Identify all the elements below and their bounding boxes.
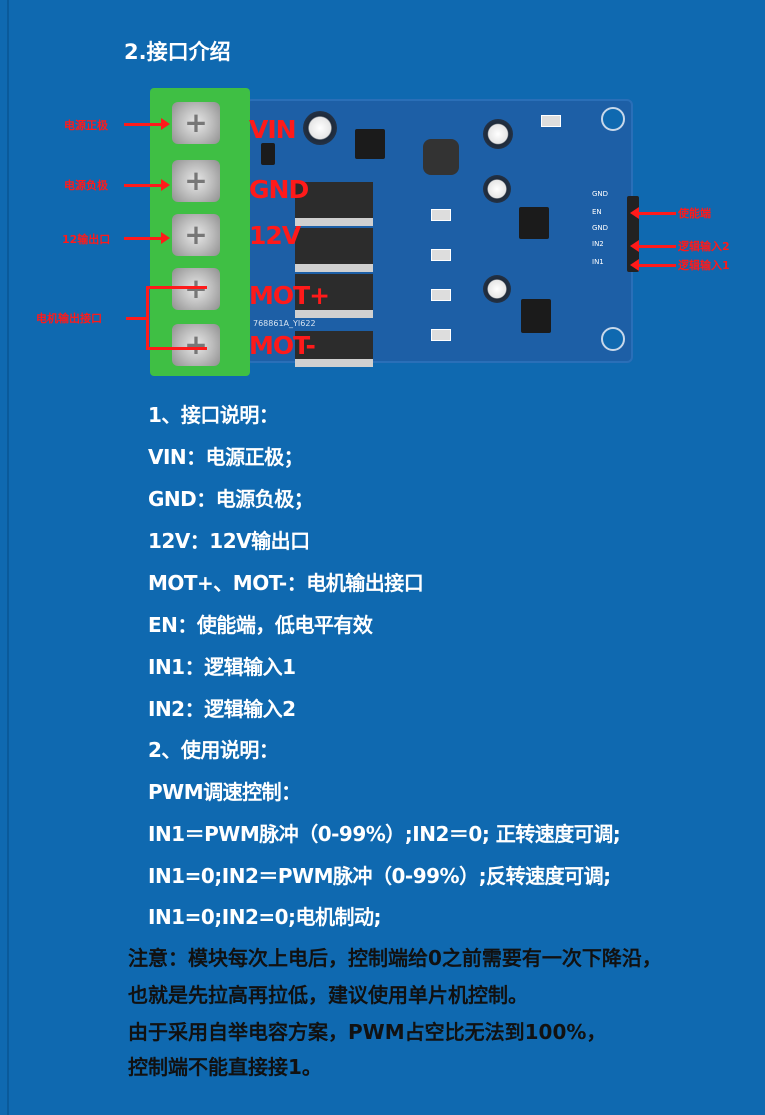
note-line: 控制端不能直接接1。	[128, 1055, 322, 1079]
desc-line: EN：使能端，低电平有效	[148, 613, 373, 637]
desc-line: IN1：逻辑输入1	[148, 655, 296, 679]
capacitor	[483, 119, 513, 149]
desc-line: IN1=0;IN2＝PWM脉冲（0-99%）;反转速度可调;	[148, 864, 611, 888]
screw-icon	[172, 214, 220, 256]
note-line: 注意：模块每次上电后，控制端给0之前需要有一次下降沿，	[128, 946, 662, 970]
terminal-label-motminus: MOT-	[249, 331, 316, 360]
callout-in1: 逻辑输入1	[678, 259, 730, 272]
note-line: 也就是先拉高再拉低，建议使用单片机控制。	[128, 983, 528, 1007]
arrow-icon	[124, 232, 170, 244]
mosfet	[295, 331, 373, 367]
callout-en: 使能端	[678, 207, 711, 220]
callout-vin: 电源正极	[64, 119, 108, 132]
screw-icon	[172, 324, 220, 366]
chip-u1	[519, 207, 549, 239]
capacitor	[483, 275, 511, 303]
diode	[261, 143, 275, 165]
chip-u3	[355, 129, 385, 159]
resistor	[431, 289, 451, 301]
screw-icon	[172, 160, 220, 202]
mosfet	[295, 228, 373, 272]
silkscreen-text: 768861A_YI622	[253, 319, 316, 328]
mosfet	[295, 274, 373, 318]
desc-line: 12V：12V输出口	[148, 529, 310, 553]
desc-line: VIN：电源正极；	[148, 445, 304, 469]
chip-u2	[521, 299, 551, 333]
terminal-label-vin: VIN	[249, 115, 297, 144]
terminal-label-motplus: MOT+	[249, 281, 330, 310]
desc-line: IN1=0;IN2=0;电机制动;	[148, 905, 382, 929]
inductor	[423, 139, 459, 175]
callout-in2: 逻辑输入2	[678, 240, 730, 253]
callout-12v: 12输出口	[62, 233, 111, 246]
desc-line: IN2：逻辑输入2	[148, 697, 296, 721]
mosfet	[295, 182, 373, 226]
pin-label: GND	[592, 190, 609, 198]
callout-motor: 电机输出接口	[36, 312, 102, 325]
pin-label: GND	[592, 224, 609, 232]
resistor	[431, 249, 451, 261]
capacitor	[303, 111, 337, 145]
desc-line: MOT+、MOT-：电机输出接口	[148, 571, 424, 595]
pin-label: EN	[592, 208, 602, 216]
arrow-line	[126, 317, 146, 320]
bracket	[146, 286, 207, 350]
terminal-label-gnd: GND	[249, 175, 309, 204]
arrow-icon	[124, 118, 170, 130]
capacitor	[483, 175, 511, 203]
mount-hole	[601, 107, 625, 131]
resistor	[431, 329, 451, 341]
pin-label: IN2	[592, 240, 604, 248]
screw-icon	[172, 102, 220, 144]
arrow-icon	[630, 207, 676, 219]
desc-line: 2、使用说明：	[148, 738, 279, 762]
desc-line: IN1＝PWM脉冲（0-99%）;IN2＝0; 正转速度可调;	[148, 822, 621, 846]
arrow-icon	[630, 259, 676, 271]
arrow-icon	[124, 179, 170, 191]
arrow-icon	[630, 240, 676, 252]
desc-line: GND：电源负极；	[148, 487, 314, 511]
callout-gnd: 电源负极	[64, 179, 108, 192]
terminal-label-12v: 12V	[249, 221, 301, 250]
mount-hole	[601, 327, 625, 351]
resistor	[541, 115, 561, 127]
resistor	[431, 209, 451, 221]
pin-label: IN1	[592, 258, 604, 266]
desc-line: PWM调速控制：	[148, 780, 301, 804]
note-line: 由于采用自举电容方案，PWM占空比无法到100%，	[128, 1020, 607, 1044]
section-title: 2.接口介绍	[124, 40, 231, 64]
desc-line: 1、接口说明：	[148, 403, 279, 427]
page-border	[7, 0, 9, 1115]
